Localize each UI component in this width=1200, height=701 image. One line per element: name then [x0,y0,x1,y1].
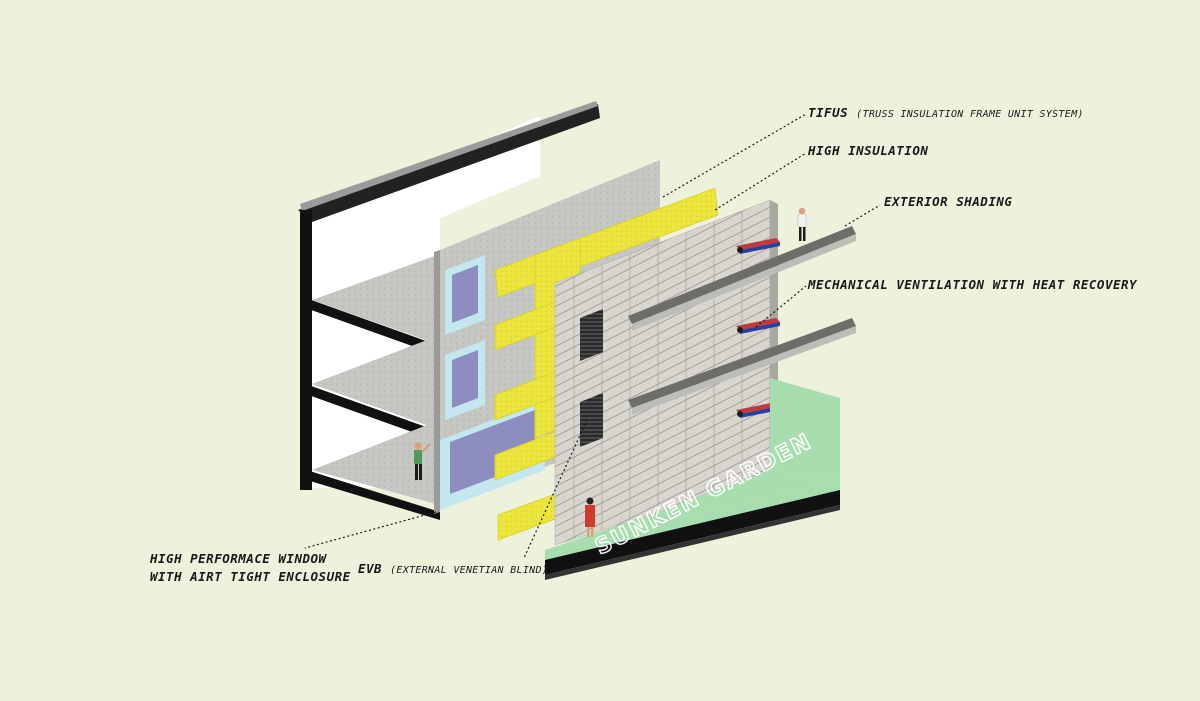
exterior-shading-fins [628,226,856,415]
window-upper [445,255,485,335]
label-evb-sub: (EXTERNAL VENETIAN BLIND) [390,565,549,576]
leader-ventilation [755,285,807,328]
person-garden [585,497,595,537]
floor-surface-middle [312,335,440,430]
label-tifus-main: TIFUS [808,105,849,120]
leader-lines [304,113,881,559]
leader-exterior-shading [844,204,881,227]
label-high-insulation: HIGH INSULATION [808,143,929,158]
floor-slab-3 [300,468,440,520]
roof-edge [300,101,598,211]
side-wall [300,210,312,490]
label-mechanical-ventilation: MECHANICAL VENTILATION WITH HEAT RECOVER… [808,277,1138,292]
label-window-line1: HIGH PERFORMACE WINDOW [150,551,327,566]
roof-slab [298,104,600,222]
label-tifus-sub: (TRUSS INSULATION FRAME UNIT SYSTEM) [856,109,1084,120]
floor-slab-1 [300,296,440,356]
label-window-line2: WITH AIRT TIGHT ENCLOSURE [150,569,351,584]
label-evb-main: EVB [358,561,383,576]
floor-surface-upper [312,254,440,345]
label-tifus: TIFUS (TRUSS INSULATION FRAME UNIT SYSTE… [808,104,1084,124]
floor-slab-2 [300,382,440,442]
window-lower [440,400,545,510]
leader-tifus [662,113,807,198]
floor-surface-lower [312,420,440,505]
leader-window [304,511,437,549]
label-window: HIGH PERFORMACE WINDOW WITH AIRT TIGHT E… [150,550,351,586]
person-rooftop [797,207,807,241]
evb-blinds [580,309,603,447]
leader-evb [523,419,588,559]
sunken-garden [545,378,840,580]
label-evb: EVB (EXTERNAL VENETIAN BLIND) [358,560,548,580]
label-exterior-shading: EXTERIOR SHADING [884,194,1013,209]
leader-high-insulation [714,152,807,211]
building-section [298,101,660,520]
person-interior [414,442,431,480]
window-middle [445,340,485,420]
